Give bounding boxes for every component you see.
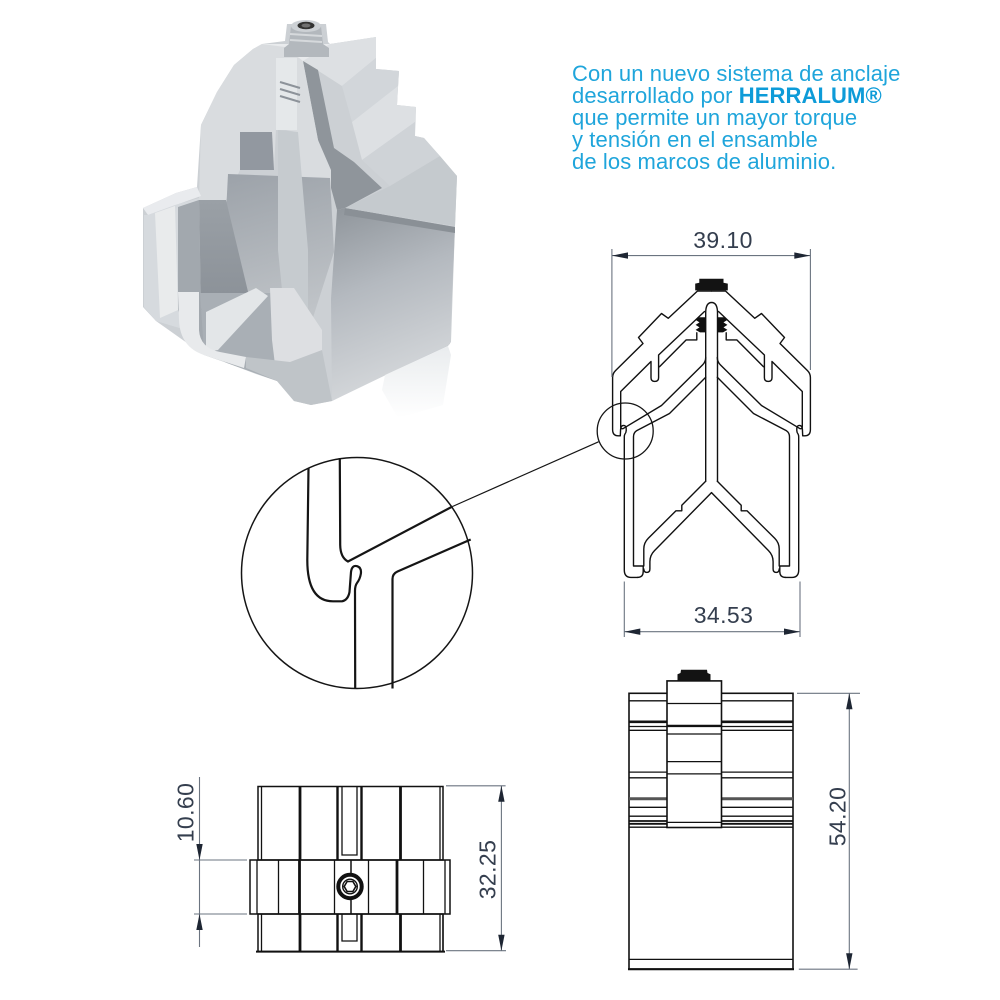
svg-text:39.10: 39.10 — [693, 227, 753, 253]
svg-text:10.60: 10.60 — [173, 783, 199, 843]
svg-text:54.20: 54.20 — [825, 787, 851, 847]
svg-text:32.25: 32.25 — [475, 840, 501, 900]
svg-text:34.53: 34.53 — [694, 602, 754, 628]
